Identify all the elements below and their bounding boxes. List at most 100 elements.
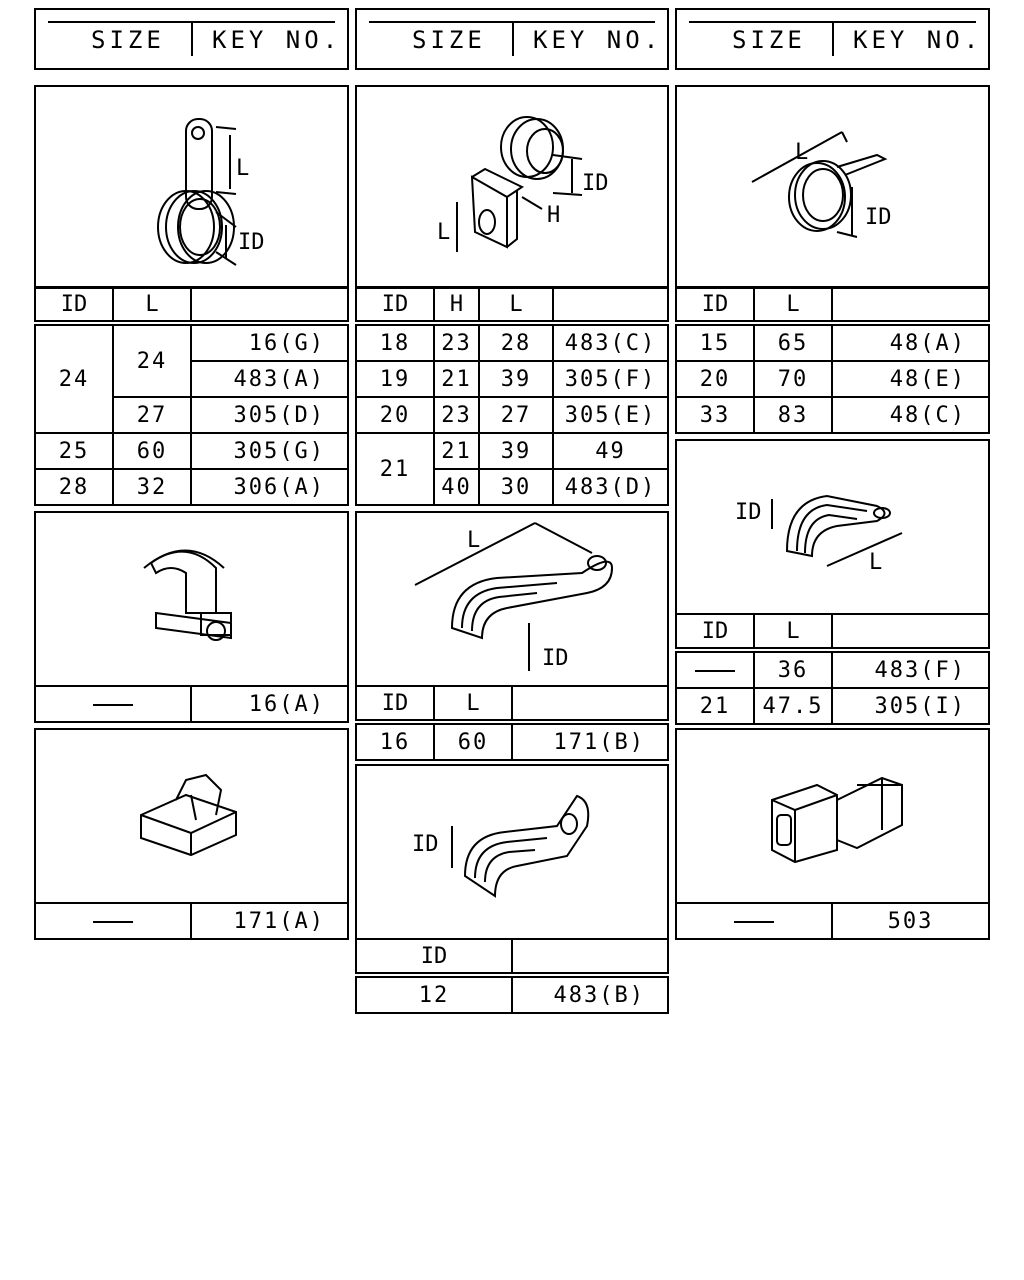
cell-id: 20 — [355, 396, 435, 434]
cell-size-none — [675, 902, 833, 940]
dim-id-label: ID — [412, 832, 439, 857]
cell-key: 483(D) — [552, 468, 669, 506]
cell-l: 83 — [753, 396, 833, 434]
dim-l-label: L — [437, 220, 450, 245]
cell-key: 483(F) — [831, 649, 990, 689]
size-heading: SIZE — [412, 26, 486, 54]
dim-id-label: ID — [542, 646, 569, 671]
dim-id-label: ID — [865, 205, 892, 230]
clamp-e-drawing-box: L ID — [355, 511, 669, 687]
col-l: L — [753, 613, 833, 653]
cell-h: 40 — [433, 468, 480, 506]
col-l: L — [478, 286, 554, 326]
cell-key: 171(A) — [190, 902, 349, 940]
cell-l: 36 — [753, 649, 833, 689]
clamp-e-drawing: L ID — [414, 522, 614, 671]
clamp-b-drawing: ID H L — [437, 116, 609, 252]
cell-id: 21 — [355, 432, 435, 506]
cell-l: 24 — [112, 322, 192, 398]
connector-i-drawing — [771, 776, 903, 864]
cell-key: 483(C) — [552, 322, 669, 362]
key-no-heading: KEY NO. — [212, 26, 342, 54]
cell-key: 503 — [831, 902, 990, 940]
cell-id: 25 — [34, 432, 114, 470]
cell-key: 306(A) — [190, 468, 349, 506]
dash-mark — [734, 920, 774, 923]
cell-key: 305(F) — [552, 360, 669, 398]
clamp-c-drawing-box: L ID — [675, 85, 990, 289]
clamp-f-drawing-box: ID L — [675, 439, 990, 615]
col-l: L — [753, 286, 833, 326]
cell-id: 28 — [34, 468, 114, 506]
header-divider — [832, 22, 834, 56]
cell-key: 171(B) — [511, 721, 669, 761]
dim-l-label: L — [467, 528, 480, 553]
cell-id: 15 — [675, 322, 755, 362]
dim-h-label: H — [547, 203, 560, 228]
cell-key: 483(B) — [511, 974, 669, 1014]
dash-mark — [93, 703, 133, 706]
dash-mark — [93, 920, 133, 923]
dim-l-label: L — [869, 550, 882, 575]
connector-i-drawing-box — [675, 728, 990, 904]
col-id: ID — [355, 286, 435, 326]
cell-key: 16(A) — [190, 685, 349, 723]
cell-id: 33 — [675, 396, 755, 434]
clamp-h-drawing-box: ID — [355, 764, 669, 940]
cell-l: 39 — [478, 360, 554, 398]
cell-h: 23 — [433, 396, 480, 434]
cell-h: 21 — [433, 360, 480, 398]
col-id: ID — [675, 613, 755, 653]
header-col-1: SIZE KEY NO. — [34, 8, 349, 70]
cell-l: 27 — [478, 396, 554, 434]
cell-key: 305(I) — [831, 687, 990, 725]
cell-id: 21 — [675, 687, 755, 725]
col-l: L — [112, 286, 192, 326]
cell-key: 48(C) — [831, 396, 990, 434]
cell-l: 70 — [753, 360, 833, 398]
cell-id: 24 — [34, 322, 114, 434]
cell-l: 65 — [753, 322, 833, 362]
cell-key: 305(D) — [190, 396, 349, 434]
col-key — [552, 286, 669, 326]
clip-g-table: 171(A) — [34, 902, 349, 940]
key-no-heading: KEY NO. — [853, 26, 983, 54]
col-l: L — [433, 685, 513, 725]
cell-id: 19 — [355, 360, 435, 398]
clip-g-drawing-box — [34, 728, 349, 904]
col-h: H — [433, 286, 480, 326]
size-heading: SIZE — [732, 26, 806, 54]
col-key — [511, 685, 669, 725]
cell-id: 20 — [675, 360, 755, 398]
cell-l: 30 — [478, 468, 554, 506]
key-no-heading: KEY NO. — [533, 26, 663, 54]
clip-d-drawing — [143, 549, 232, 641]
cell-key: 483(A) — [190, 360, 349, 398]
header-col-3: SIZE KEY NO. — [675, 8, 990, 70]
cell-h: 21 — [433, 432, 480, 470]
clip-g-drawing — [140, 773, 237, 857]
cell-l: 32 — [112, 468, 192, 506]
col-id: ID — [355, 938, 513, 978]
col-id: ID — [355, 685, 435, 725]
dim-l-label: L — [236, 156, 249, 181]
cell-h: 23 — [433, 322, 480, 362]
dim-id-label: ID — [238, 230, 265, 255]
dim-l-label: L — [795, 140, 808, 165]
col-key — [831, 613, 990, 653]
col-key — [190, 286, 349, 326]
cell-id: 12 — [355, 974, 513, 1014]
cell-l: 60 — [433, 721, 513, 761]
col-id: ID — [675, 286, 755, 326]
header-col-2: SIZE KEY NO. — [355, 8, 669, 70]
clip-d-table: 16(A) — [34, 685, 349, 723]
header-divider — [191, 22, 193, 56]
clamp-c-drawing: L ID — [751, 131, 892, 238]
cell-l: 28 — [478, 322, 554, 362]
cell-key: 305(E) — [552, 396, 669, 434]
